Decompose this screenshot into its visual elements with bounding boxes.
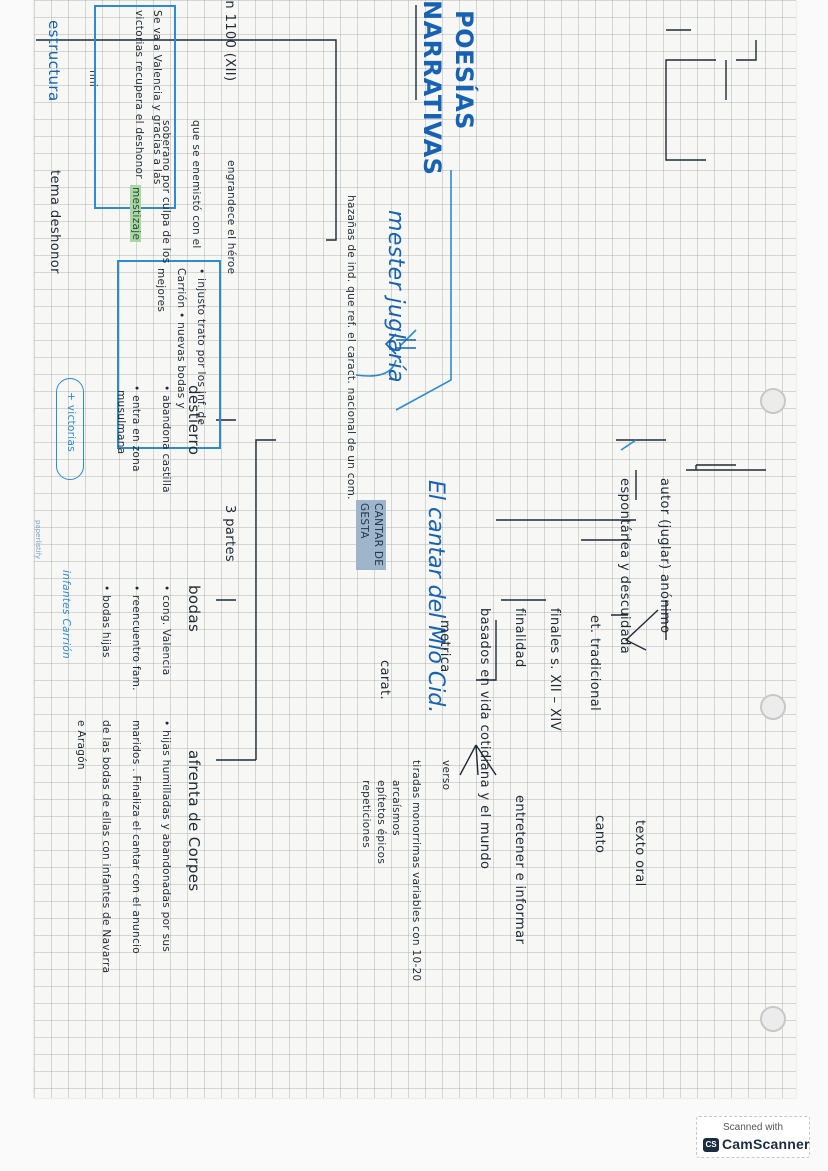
label-estructura: estructura (45, 20, 63, 102)
left-mestizaje: mestizaje (130, 185, 142, 243)
scanner-badge-caption: Scanned with (722, 1122, 784, 1133)
col-bodas-item1: • cong. Valencia (160, 585, 172, 676)
left-engrandece: engrandece el héroe (225, 160, 237, 275)
label-victorias: + victorias (65, 392, 77, 453)
col-afrenta-item1b: maridos . Finaliza el cantar con el anun… (130, 720, 142, 954)
binder-hole-3 (760, 1006, 786, 1032)
scanner-badge: Scanned with CS CamScanner (696, 1116, 810, 1158)
branch-arcaismos: arcaísmos (390, 780, 402, 836)
heading-cantar-mio-cid: El cantar del Mio Cid. (423, 480, 448, 714)
branch-entretener: entretener e informar (512, 795, 527, 945)
connector-lines (36, 5, 766, 776)
label-infantes-carrion: infantes Carrión (60, 570, 72, 659)
branch-repeticiones: repeticiones (360, 780, 372, 849)
binder-hole-1 (760, 388, 786, 414)
binder-hole-2 (760, 694, 786, 720)
branch-et-tradicional: et. tradicional (587, 615, 602, 712)
camscanner-logo-icon: CS (703, 1138, 719, 1152)
col-bodas-item3: • bodas hijas (100, 585, 112, 658)
label-tema-deshonor: tema deshonor (47, 170, 62, 274)
left-enemisto: que se enemistó con el (190, 120, 202, 249)
label-3-partes: 3 partes (222, 505, 237, 563)
col-destierro-item2b: musulmana (115, 390, 127, 455)
col-bodas-head: bodas (185, 585, 203, 633)
branch-finalidad: finalidad (512, 608, 527, 668)
col-afrenta-item1: • hijas humilladas y abandonadas por sus (160, 720, 172, 953)
branch-canto: canto (592, 815, 607, 854)
col-destierro-item2: • entra en zona (130, 385, 142, 472)
col-afrenta-item1d: e Aragón (75, 720, 87, 770)
title-narrativas: NARRATIVAS (418, 0, 446, 176)
branch-texto-oral: texto oral (632, 820, 647, 887)
scanner-badge-name: CamScanner (722, 1136, 810, 1152)
title-poesias: POESÍAS (450, 10, 478, 130)
paper-brand: paperlistify (34, 520, 42, 560)
branch-metrica: metrica (437, 620, 452, 673)
text-mester-description: hazañas de ind. que ref. el caract. naci… (345, 195, 357, 500)
label-mester-juglaria: mester juglaría (383, 210, 408, 383)
branch-tiradas: tiradas monorrimas variables con 10-20 (410, 760, 422, 982)
col-bodas-item2: • reencuentro fam. (130, 585, 142, 691)
grid-paper-sheet (34, 0, 796, 1098)
branch-autor: autor (juglar) anónimo (657, 478, 672, 634)
col-destierro-head: destierro (185, 385, 203, 456)
col-afrenta-item1c: de las bodas de ellas con infantes de Na… (100, 720, 112, 974)
label-cantar-de-gesta: CANTAR DE GESTA (356, 500, 386, 570)
handwritten-notes: nni POESÍAS NARRATIVAS estructura tema d… (34, 0, 796, 1098)
left-soberano: soberano por culpa de los (160, 120, 172, 264)
branch-basados: basados en vida cotidiana y el mundo (477, 608, 492, 870)
branch-epitetos: epítetos épicos (375, 780, 387, 865)
branch-carat: carat. (377, 660, 392, 701)
branch-finales: finales s. XII – XIV (547, 608, 562, 731)
left-en-1100: en 1100 (XII) (222, 0, 237, 82)
col-afrenta-head: afrenta de Corpes (185, 750, 203, 892)
col-destierro-item1: • abandona castilla (160, 385, 172, 493)
branch-verso: verso (440, 760, 452, 791)
branch-espontanea: espontánea y descuidada (617, 478, 632, 655)
